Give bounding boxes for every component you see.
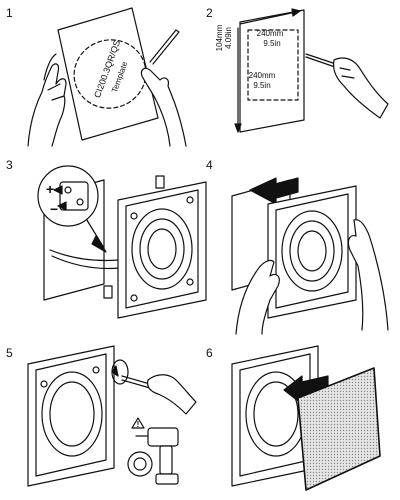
height-mm-label: 104mm (215, 24, 224, 51)
step-2-number: 2 (206, 6, 213, 20)
hand-holding-pen (333, 57, 389, 119)
arrow-head-down (234, 123, 242, 133)
terminal-screw-2 (76, 198, 84, 206)
pencil (149, 29, 180, 65)
width-top-mm-label: 240mm (257, 29, 284, 38)
arrow-head-right (291, 8, 301, 17)
plus-terminal-label: + (46, 181, 54, 197)
step-1-panel: CI200.3QR/QS Template (27, 7, 187, 147)
drill-torque-dial (127, 451, 153, 477)
step-2-panel: 104mm 4.09in 240mm 9.5in 240mm 9.5in (215, 8, 389, 133)
left-hand (27, 63, 67, 147)
drill-torque-dial-inner (133, 457, 147, 471)
left-hand-4 (235, 259, 280, 335)
dashed-square (247, 29, 299, 101)
step-4-panel (231, 177, 389, 335)
speaker-frame-5 (27, 345, 115, 487)
hand-fingers (339, 67, 355, 79)
speaker-frame-4 (267, 185, 357, 319)
width-left-mm-label: 240mm (249, 71, 276, 80)
right-hand (140, 67, 187, 147)
template-cutout-circle (73, 39, 147, 109)
warning-symbol: ! (137, 420, 140, 429)
hand-with-screwdriver (147, 374, 197, 415)
wall-sheet (239, 9, 305, 133)
terminal-block (59, 181, 89, 211)
warning-triangle (131, 417, 145, 429)
terminal-zoom-circle (37, 165, 99, 227)
height-in-label: 4.09in (224, 27, 233, 49)
mount-clip-top (155, 175, 165, 189)
screwdriver (121, 375, 151, 389)
marker-pen (305, 53, 337, 68)
power-drill (135, 427, 179, 485)
width-left-in-label: 9.5in (253, 81, 270, 90)
left-hand-fingers (43, 53, 65, 101)
mount-clip-bottom (103, 285, 113, 299)
zoom-pointer-tip (91, 235, 107, 253)
rotation-arrow-head (111, 365, 119, 377)
step-3-number: 3 (6, 158, 13, 172)
right-hand-4 (347, 219, 389, 331)
step-1-number: 1 (6, 6, 13, 20)
terminal-screw-1 (64, 186, 72, 194)
wires (49, 249, 121, 270)
arrow-to-plus (53, 185, 63, 195)
speaker-frame (117, 181, 207, 319)
horizontal-width-line (239, 11, 297, 25)
step-6-panel (231, 345, 381, 491)
step-3-panel: + − (37, 165, 207, 319)
step-5-number: 5 (6, 346, 13, 360)
width-top-in-label: 9.5in (263, 39, 280, 48)
step-6-number: 6 (206, 346, 213, 360)
step-4-number: 4 (206, 158, 213, 172)
step-5-panel: ! (27, 345, 197, 487)
template-sheet (57, 7, 159, 141)
arrow-to-minus (57, 201, 67, 211)
speaker-grille (297, 367, 381, 491)
minus-terminal-label: − (50, 201, 58, 217)
